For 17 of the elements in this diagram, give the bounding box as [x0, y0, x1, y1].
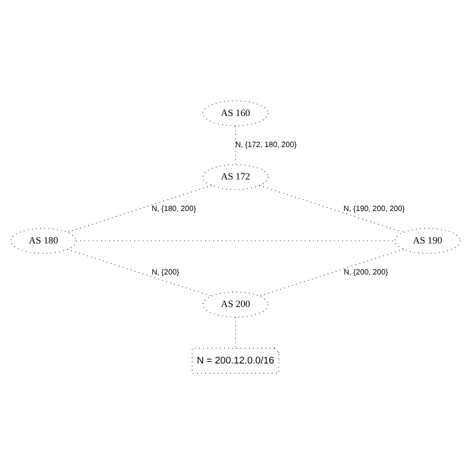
connector — [235, 126, 236, 165]
node-ellipse: AS 160 — [202, 100, 268, 126]
edge-label: N, {172, 180, 200} — [235, 140, 297, 150]
connector — [259, 185, 404, 233]
connector — [235, 316, 236, 349]
node-ellipse: AS 172 — [202, 164, 268, 190]
connector — [67, 185, 212, 233]
connector — [67, 248, 212, 296]
node-ellipse: AS 180 — [10, 228, 76, 254]
edge-label: N, {200} — [152, 268, 180, 277]
connector — [76, 240, 396, 242]
edge-label: N, {190, 200, 200} — [343, 204, 405, 213]
node-ellipse: AS 200 — [202, 292, 268, 318]
edge-label: N, {200, 200} — [344, 268, 388, 277]
node-ellipse: AS 190 — [394, 228, 460, 254]
connector — [259, 248, 404, 296]
edge-label: N, {180, 200} — [152, 204, 196, 213]
